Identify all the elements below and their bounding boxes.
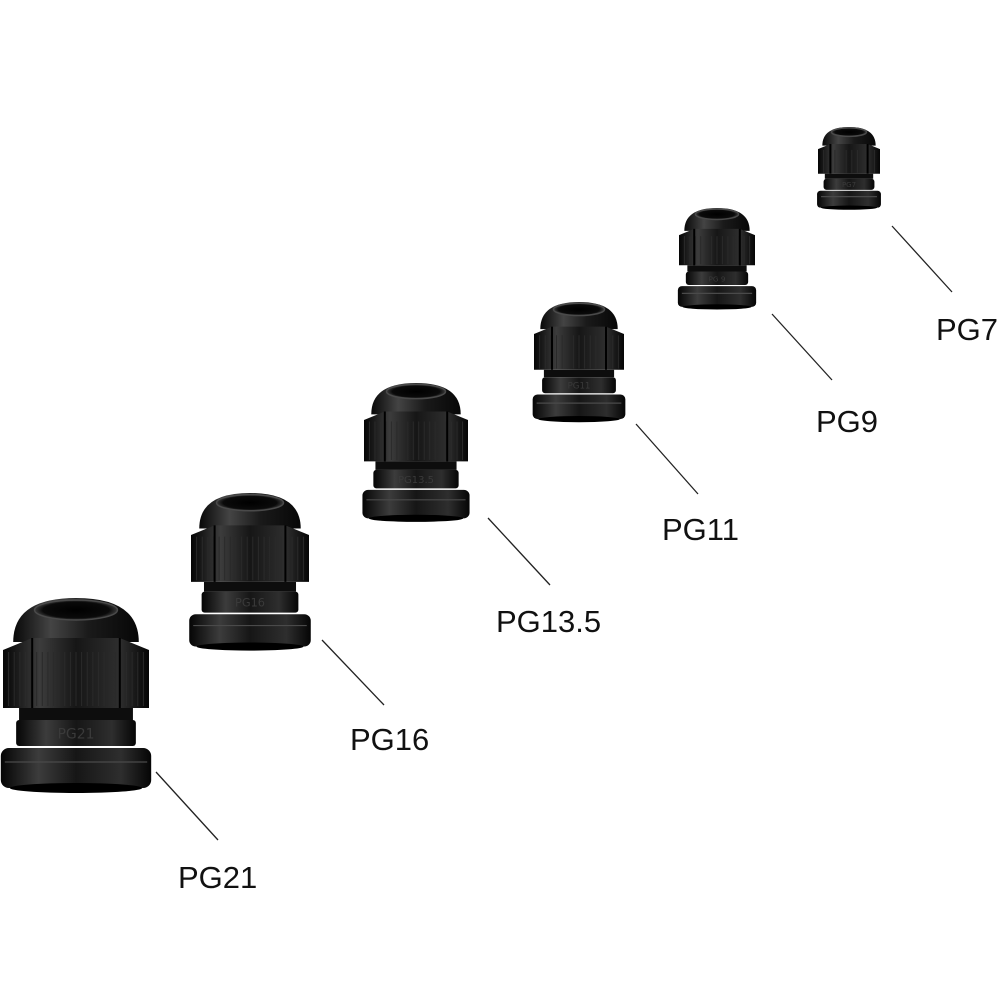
gland-bottom — [682, 304, 752, 310]
gland-body — [823, 178, 875, 190]
gland-cable-hole — [830, 127, 868, 138]
gland-ribs — [368, 421, 464, 460]
gland-cable-hole — [215, 493, 285, 512]
gland-locknut — [0, 748, 152, 788]
gland-marking: PG16 — [235, 597, 265, 610]
gland-marking: PG11 — [568, 382, 591, 392]
gland-marking: PG21 — [57, 727, 94, 743]
gland-cable-hole — [694, 208, 740, 221]
gland-hex-nut — [818, 143, 880, 174]
cable-gland-pg11: PG11 — [532, 302, 626, 423]
gland-locknut — [817, 190, 881, 208]
gland-marking: PG13.5 — [398, 475, 434, 486]
gland-hex-nut — [191, 525, 309, 582]
cable-gland-pg7: PG7 — [817, 127, 881, 210]
leader-line-pg21 — [155, 771, 219, 841]
gland-ribs — [823, 149, 875, 173]
gland-ribs — [683, 236, 751, 265]
size-label-pg13-5: PG13.5 — [496, 604, 602, 639]
gland-ribs — [539, 335, 619, 369]
gland-bottom — [820, 205, 878, 210]
leader-line-pg7 — [891, 225, 953, 293]
size-label-pg11: PG11 — [662, 512, 739, 547]
gland-neck — [19, 708, 133, 720]
gland-ribs — [196, 536, 304, 581]
gland-bottom — [368, 514, 464, 522]
gland-neck — [375, 461, 457, 470]
gland-body — [685, 271, 749, 286]
cable-gland-pg21: PG21 — [0, 598, 152, 793]
size-label-pg16: PG16 — [350, 722, 430, 757]
gland-neck — [543, 369, 615, 378]
gland-body — [542, 377, 616, 394]
leader-line-pg13-5 — [487, 517, 551, 586]
gland-bottom — [538, 416, 620, 423]
size-label-pg21: PG21 — [178, 860, 258, 895]
gland-body — [16, 720, 136, 746]
gland-locknut — [362, 489, 470, 519]
gland-neck — [687, 265, 747, 272]
leader-line-pg9 — [771, 313, 833, 381]
gland-cable-hole — [385, 383, 447, 400]
gland-locknut — [189, 614, 311, 647]
gland-bottom — [9, 783, 143, 793]
gland-ribs — [8, 652, 144, 706]
gland-cable-hole — [33, 599, 119, 621]
gland-locknut — [677, 286, 757, 307]
leader-line-pg11 — [635, 423, 699, 495]
gland-neck — [203, 581, 297, 592]
gland-hex-nut — [364, 411, 468, 462]
gland-marking: PG7 — [842, 181, 856, 189]
gland-locknut — [532, 394, 626, 420]
cable-gland-pg16: PG16 — [189, 493, 311, 651]
gland-body — [201, 591, 299, 613]
gland-cable-hole — [552, 302, 606, 317]
size-label-pg7: PG7 — [936, 312, 999, 347]
gland-bottom — [196, 642, 304, 651]
gland-body — [373, 469, 459, 489]
gland-neck — [824, 173, 874, 179]
cable-gland-pg9: PG 9 — [677, 208, 757, 310]
leader-line-pg16 — [321, 639, 385, 706]
gland-marking: PG 9 — [709, 274, 726, 283]
size-label-pg9: PG9 — [816, 404, 879, 439]
cable-gland-pg13-5: PG13.5 — [362, 383, 470, 522]
